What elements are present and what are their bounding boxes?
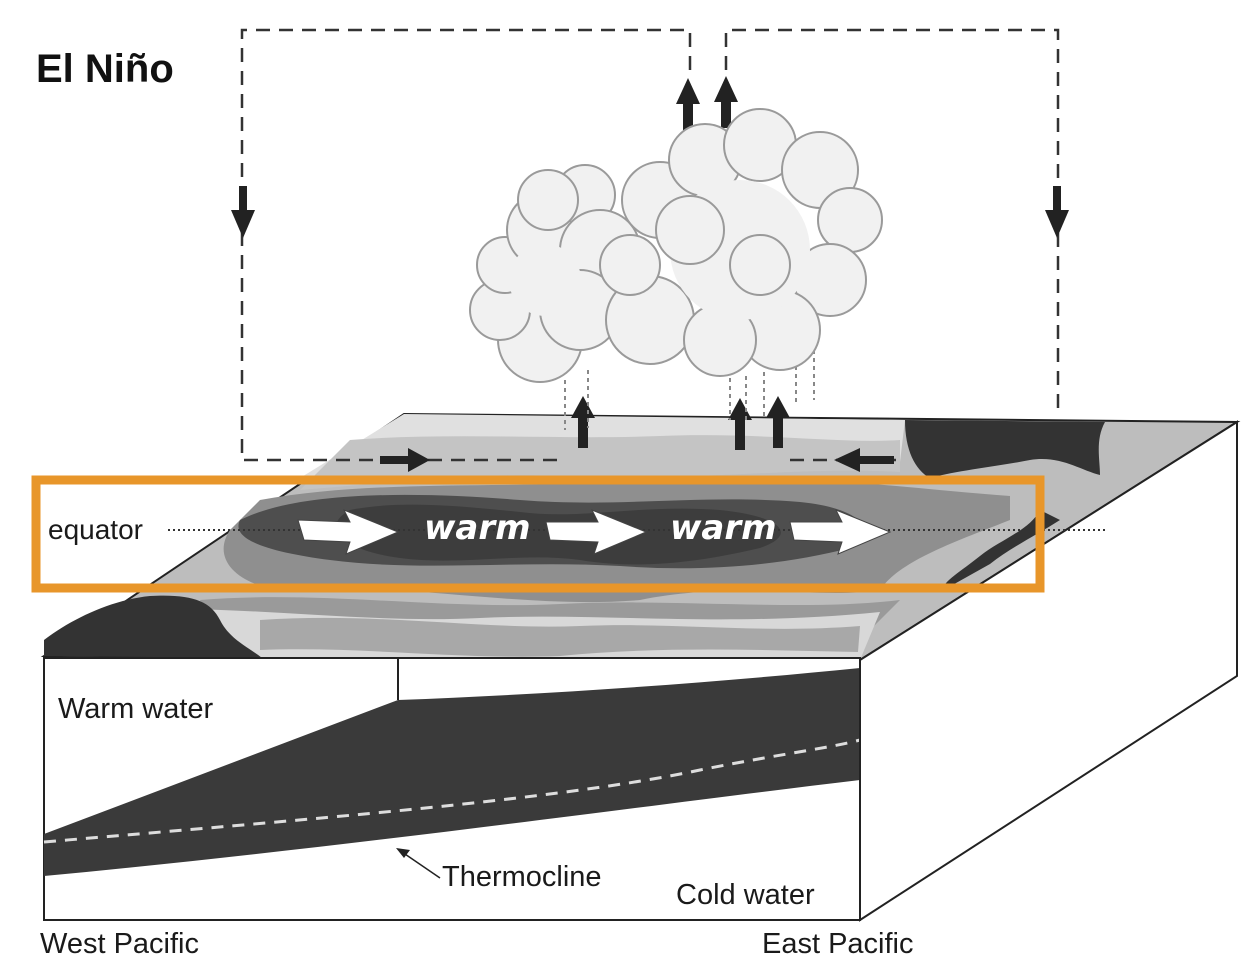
ocean-side-face <box>859 420 1238 922</box>
thermocline-pointer-arrow <box>396 848 441 879</box>
up-arrow-icon <box>766 396 790 448</box>
equator-band: warm warm equator <box>31 475 1108 593</box>
white-right-arrow-icon <box>545 509 648 555</box>
sst-band-south-gray <box>260 617 860 657</box>
white-right-arrow-icon <box>789 509 892 555</box>
subsurface-labels: Warm water Cold water Thermocline <box>58 693 815 911</box>
cloud-left <box>469 164 641 383</box>
down-arrow-icon <box>231 186 255 238</box>
warm-label-2: warm <box>670 508 777 548</box>
warm-water-label: Warm water <box>58 693 214 725</box>
equator-highlight-box <box>31 475 1045 593</box>
west-pacific-label: West Pacific <box>40 928 199 960</box>
east-pacific-label: East Pacific <box>762 928 914 960</box>
convective-cloud-icon <box>469 108 883 430</box>
diagram-title: El Niño <box>36 47 174 91</box>
white-right-arrow-icon <box>297 509 400 555</box>
thermocline-layer <box>44 668 860 876</box>
up-arrow-icon <box>676 78 700 134</box>
up-arrow-icon <box>714 76 738 128</box>
left-arrow-icon <box>834 448 894 472</box>
thermocline-dashed-line <box>43 738 861 844</box>
land-northeast <box>905 420 1105 478</box>
cloud-right <box>599 108 883 377</box>
warm-label-1: warm <box>424 508 531 548</box>
ocean-box <box>40 412 1241 922</box>
right-arrow-icon <box>380 448 430 472</box>
down-arrow-icon <box>1045 186 1069 238</box>
up-arrow-icon <box>728 398 752 450</box>
circulation-loop-west <box>240 28 692 462</box>
thermocline-label: Thermocline <box>442 861 602 893</box>
land-west <box>44 595 262 658</box>
equator-label: equator <box>48 514 143 545</box>
cold-water-label: Cold water <box>676 879 815 911</box>
